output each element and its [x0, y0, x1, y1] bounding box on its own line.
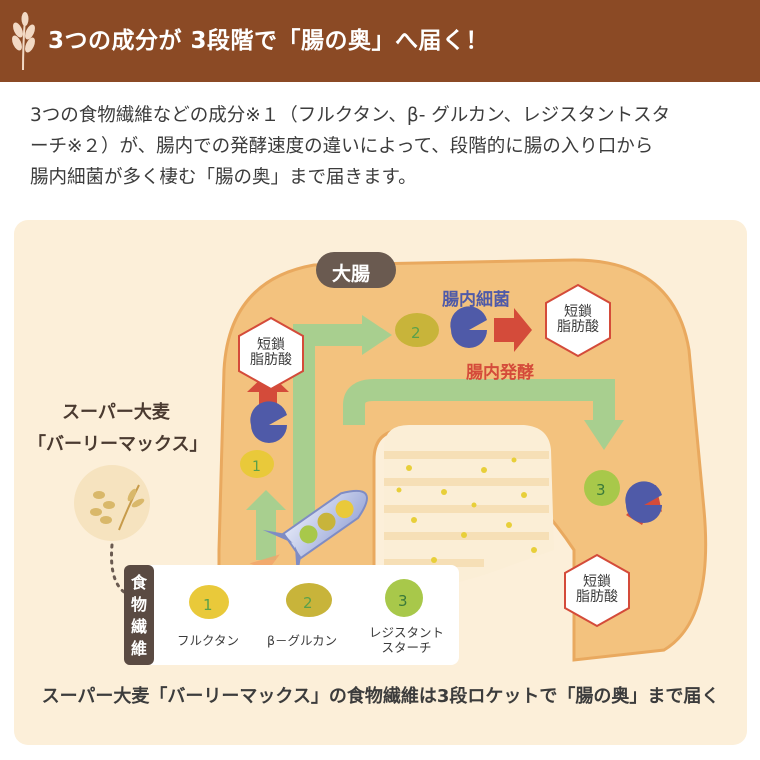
bacteria-2	[450, 306, 487, 348]
bacteria-1	[250, 401, 287, 443]
intro-line-2: ーチ※２）が、腸内での発酵速度の違いによって、段階的に腸の入り口から	[30, 136, 654, 157]
diagram-caption: スーパー大麦「バーリーマックス」の食物繊維は3段ロケットで「腸の奥」まで届く	[41, 686, 720, 707]
product-name-line-1: スーパー大麦	[62, 402, 170, 423]
product-name-line-2: 「バーリーマックス」	[28, 434, 208, 455]
green-arrow-small	[246, 490, 286, 560]
bacteria-3	[625, 481, 662, 523]
scfa-hexagon-2	[545, 283, 611, 358]
legend-label-fructan: フルクタン	[177, 633, 240, 648]
scfa-label-1: 短鎖脂肪酸	[250, 337, 292, 368]
bacteria-dots	[396, 457, 537, 563]
intro-text: 3つの食物繊維などの成分※１（フルクタン、β- グルカン、レジスタントスタ ーチ…	[30, 100, 730, 193]
fiber-vertical-label: 食 物 繊 維	[130, 573, 147, 658]
legend-fiber-3-character: 3	[385, 579, 423, 617]
wheat-icon	[12, 12, 35, 71]
red-arrow-1	[247, 372, 289, 410]
fiber-2-character: 2	[395, 313, 439, 347]
intestine-diagram: 1 2 3	[74, 252, 708, 665]
svg-text:3: 3	[596, 481, 606, 499]
legend-label-resistant-starch: レジスタント スターチ	[369, 625, 445, 655]
svg-text:2: 2	[411, 324, 421, 342]
intro-line-1: 3つの食物繊維などの成分※１（フルクタン、β- グルカン、レジスタントスタ	[30, 105, 671, 126]
svg-text:1: 1	[252, 459, 261, 475]
svg-text:1: 1	[203, 596, 213, 614]
legend-label-bg	[124, 565, 154, 665]
diagram-panel: 1 2 3	[14, 220, 747, 745]
legend-fiber-1-character: 1	[189, 585, 229, 619]
barley-icon	[74, 465, 150, 541]
fermentation-label: 腸内発酵	[466, 363, 534, 383]
legend-fiber-2-character: 2	[286, 583, 332, 617]
scfa-label-3: 短鎖脂肪酸	[576, 574, 618, 605]
large-intestine-label-bg	[316, 252, 396, 288]
scfa-label-2: 短鎖脂肪酸	[557, 304, 599, 335]
legend-label-beta-glucan: β－グルカン	[267, 633, 338, 648]
fiber-1-character: 1	[240, 450, 274, 478]
fiber-3-character: 3	[584, 470, 620, 506]
scfa-hexagon-1	[238, 316, 304, 391]
intro-line-3: 腸内細菌が多く棲む「腸の奥」まで届きます。	[30, 167, 417, 188]
green-arrow-right	[343, 379, 615, 425]
page-title: 3つの成分が 3段階で「腸の奥」へ届く！	[48, 28, 490, 54]
svg-text:2: 2	[303, 594, 313, 612]
dotted-connector	[110, 543, 126, 594]
large-intestine-label: 大腸	[332, 263, 371, 285]
bacteria-label: 腸内細菌	[442, 290, 510, 310]
red-arrow-2	[494, 308, 532, 352]
scfa-hexagon-3	[564, 553, 630, 628]
svg-text:3: 3	[398, 592, 408, 610]
rocket	[249, 489, 368, 580]
green-arrow-up	[293, 324, 364, 525]
header-bar: 3つの成分が 3段階で「腸の奥」へ届く！	[0, 0, 760, 82]
